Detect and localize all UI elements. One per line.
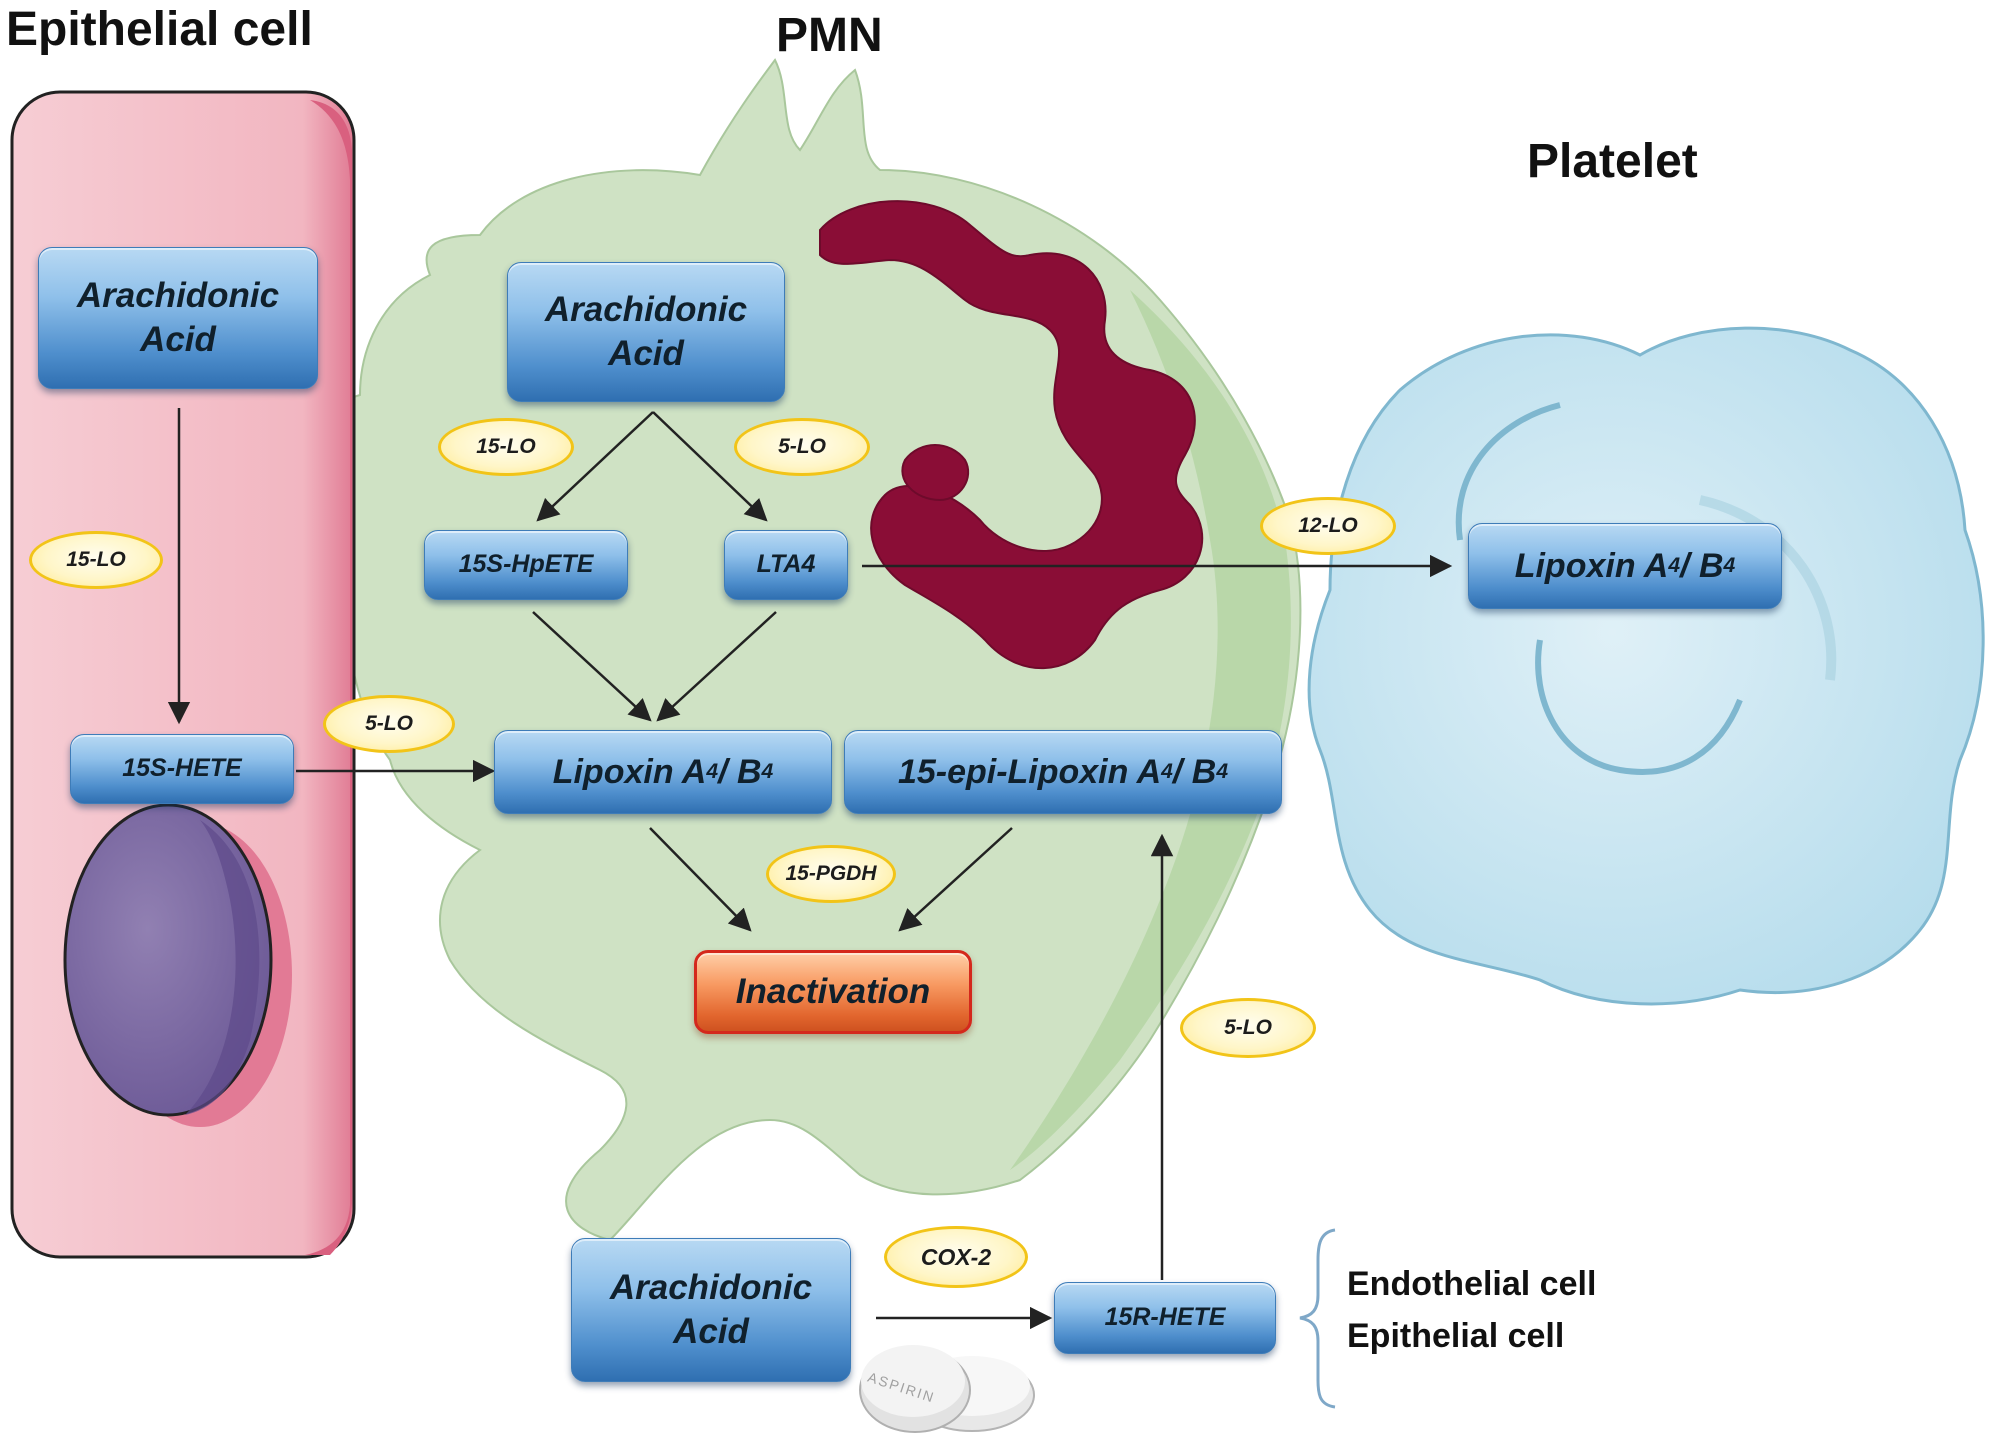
arrow-pmn-aa-to-hpete	[536, 411, 654, 522]
arrow-pmn-aa-to-lta4	[652, 411, 768, 522]
15r-hete-box: 15R-HETE	[1054, 1282, 1276, 1354]
inactivation-box: Inactivation	[694, 950, 972, 1034]
source-cells-label: Endothelial cell Epithelial cell	[1347, 1258, 1596, 1362]
bottom-aa-line2: Acid	[673, 1312, 749, 1351]
arrow-lta4-to-lipoxin	[656, 611, 777, 722]
pmn-arachidonic-acid-box: Arachidonic Acid	[507, 262, 785, 402]
pmn-cell-shade	[1010, 290, 1291, 1170]
bottom-aa-line1: Arachidonic	[609, 1268, 813, 1308]
pmn-aa-line1: Arachidonic	[544, 290, 748, 330]
arrow-hpete-to-lipoxin	[532, 611, 652, 722]
lta4-box: LTA4	[724, 530, 848, 600]
bottom-arachidonic-acid-box: Arachidonic Acid	[571, 1238, 851, 1382]
arrow-epilipoxin-to-inactivation	[898, 827, 1013, 932]
12-lo-enzyme: 12-LO	[1260, 497, 1396, 555]
epithelial-5-lo-enzyme: 5-LO	[323, 695, 455, 753]
platelet-lipoxin-mid: / B	[1680, 546, 1724, 585]
epithelial-cell-title: Epithelial cell	[6, 3, 313, 56]
aspirin-tablets	[859, 1345, 1035, 1433]
arrow-lipoxin-to-inactivation	[649, 827, 752, 932]
epi-lipoxin-mid: / B	[1172, 752, 1217, 791]
pmn-title: PMN	[776, 9, 883, 62]
platelet-fold-2	[1535, 639, 1743, 775]
source-cell-epithelial: Epithelial cell	[1347, 1317, 1565, 1355]
epithelial-nucleus-highlight	[185, 820, 260, 1115]
cox-2-enzyme: COX-2	[884, 1226, 1028, 1288]
platelet-title: Platelet	[1527, 135, 1698, 188]
epithelial-15-lo-enzyme: 15-LO	[29, 531, 163, 589]
pmn-lobed-nucleus	[819, 200, 1204, 670]
platelet-fold-1	[1455, 402, 1561, 541]
hpete-box: 15S-HpETE	[424, 530, 628, 600]
lower-5-lo-enzyme: 5-LO	[1180, 998, 1316, 1058]
platelet-fold-3	[1698, 495, 1837, 681]
lipoxin-mid: / B	[718, 752, 762, 791]
epithelial-aa-line2: Acid	[140, 320, 216, 359]
source-bracket	[1299, 1228, 1336, 1409]
epi-lipoxin-prefix: 15-epi-Lipoxin A	[897, 752, 1162, 791]
epithelial-arachidonic-acid-box: Arachidonic Acid	[38, 247, 318, 389]
epithelial-nucleus	[63, 803, 273, 1117]
15-pgdh-enzyme: 15-PGDH	[766, 845, 896, 903]
source-cell-endothelial: Endothelial cell	[1347, 1265, 1597, 1303]
platelet-cell	[1307, 326, 1985, 1006]
pmn-15-lo-enzyme: 15-LO	[438, 418, 574, 476]
lipoxin-prefix: Lipoxin A	[552, 752, 707, 791]
pmn-5-lo-enzyme: 5-LO	[734, 418, 870, 476]
pmn-aa-line2: Acid	[608, 334, 684, 373]
epithelial-15s-hete-box: 15S-HETE	[70, 734, 294, 804]
pmn-cell-body	[298, 58, 1302, 1242]
epithelial-aa-line1: Arachidonic	[76, 276, 280, 316]
platelet-lipoxin-prefix: Lipoxin A	[1514, 546, 1669, 585]
